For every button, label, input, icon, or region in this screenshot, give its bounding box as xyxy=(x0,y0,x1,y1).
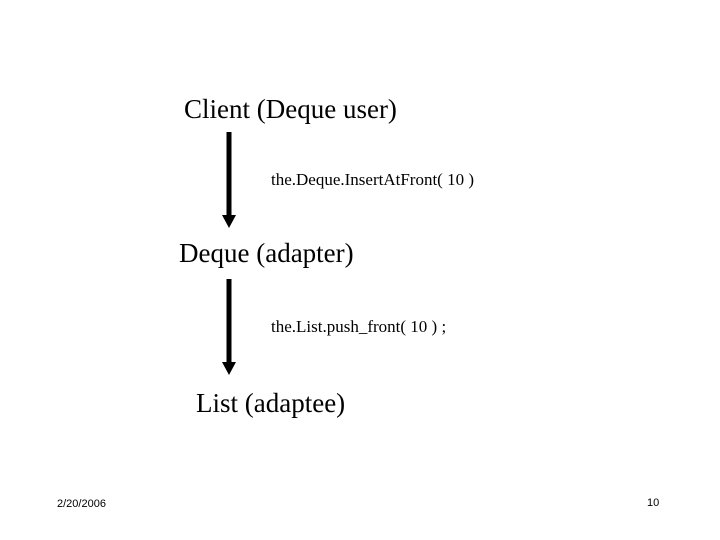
footer-date: 2/20/2006 xyxy=(57,498,106,510)
edge-label-insert-at-front: the.Deque.InsertAtFront( 10 ) xyxy=(271,170,475,189)
edge-label-push-front: the.List.push_front( 10 ) ; xyxy=(271,317,447,336)
arrow-deque-to-list xyxy=(221,279,237,376)
diagram-node-list: List (adaptee) xyxy=(196,388,346,418)
footer-page-number: 10 xyxy=(647,497,660,509)
arrow-client-to-deque xyxy=(221,132,237,229)
diagram-node-deque: Deque (adapter) xyxy=(179,238,354,268)
diagram-node-client: Client (Deque user) xyxy=(184,94,397,124)
